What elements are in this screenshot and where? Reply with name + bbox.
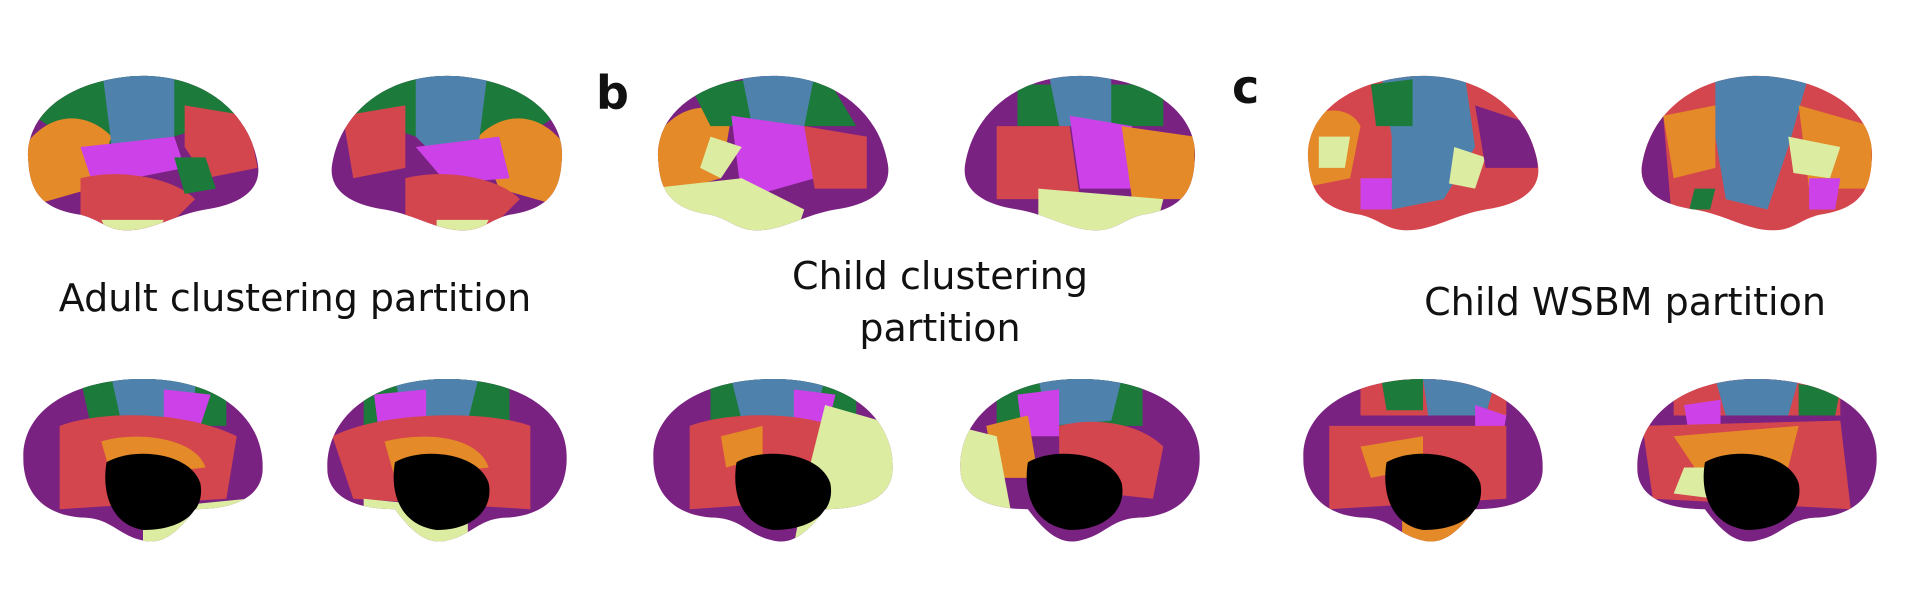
brain-lateral-left-c: [1307, 75, 1539, 231]
caption-child-clustering-partition: Child clustering partition: [792, 254, 1088, 350]
brain-lateral-right-a: [331, 75, 563, 231]
brain-medial-right-b: [960, 378, 1200, 542]
brain-lateral-right-c: [1641, 75, 1873, 231]
brain-lateral-left-a: [27, 75, 259, 231]
caption-child-wsbm-partition: Child WSBM partition: [1424, 280, 1826, 324]
brain-medial-right-a: [327, 378, 567, 542]
caption-adult-clustering-partition: Adult clustering partition: [58, 276, 532, 320]
brain-medial-left-c: [1303, 378, 1543, 542]
brain-lateral-right-b: [964, 75, 1196, 231]
panel-label-b: b: [596, 66, 629, 120]
panel-label-c: c: [1232, 60, 1260, 114]
brain-medial-left-b: [653, 378, 893, 542]
brain-lateral-left-b: [657, 75, 889, 231]
brain-medial-right-c: [1637, 378, 1877, 542]
brain-medial-left-a: [23, 378, 263, 542]
